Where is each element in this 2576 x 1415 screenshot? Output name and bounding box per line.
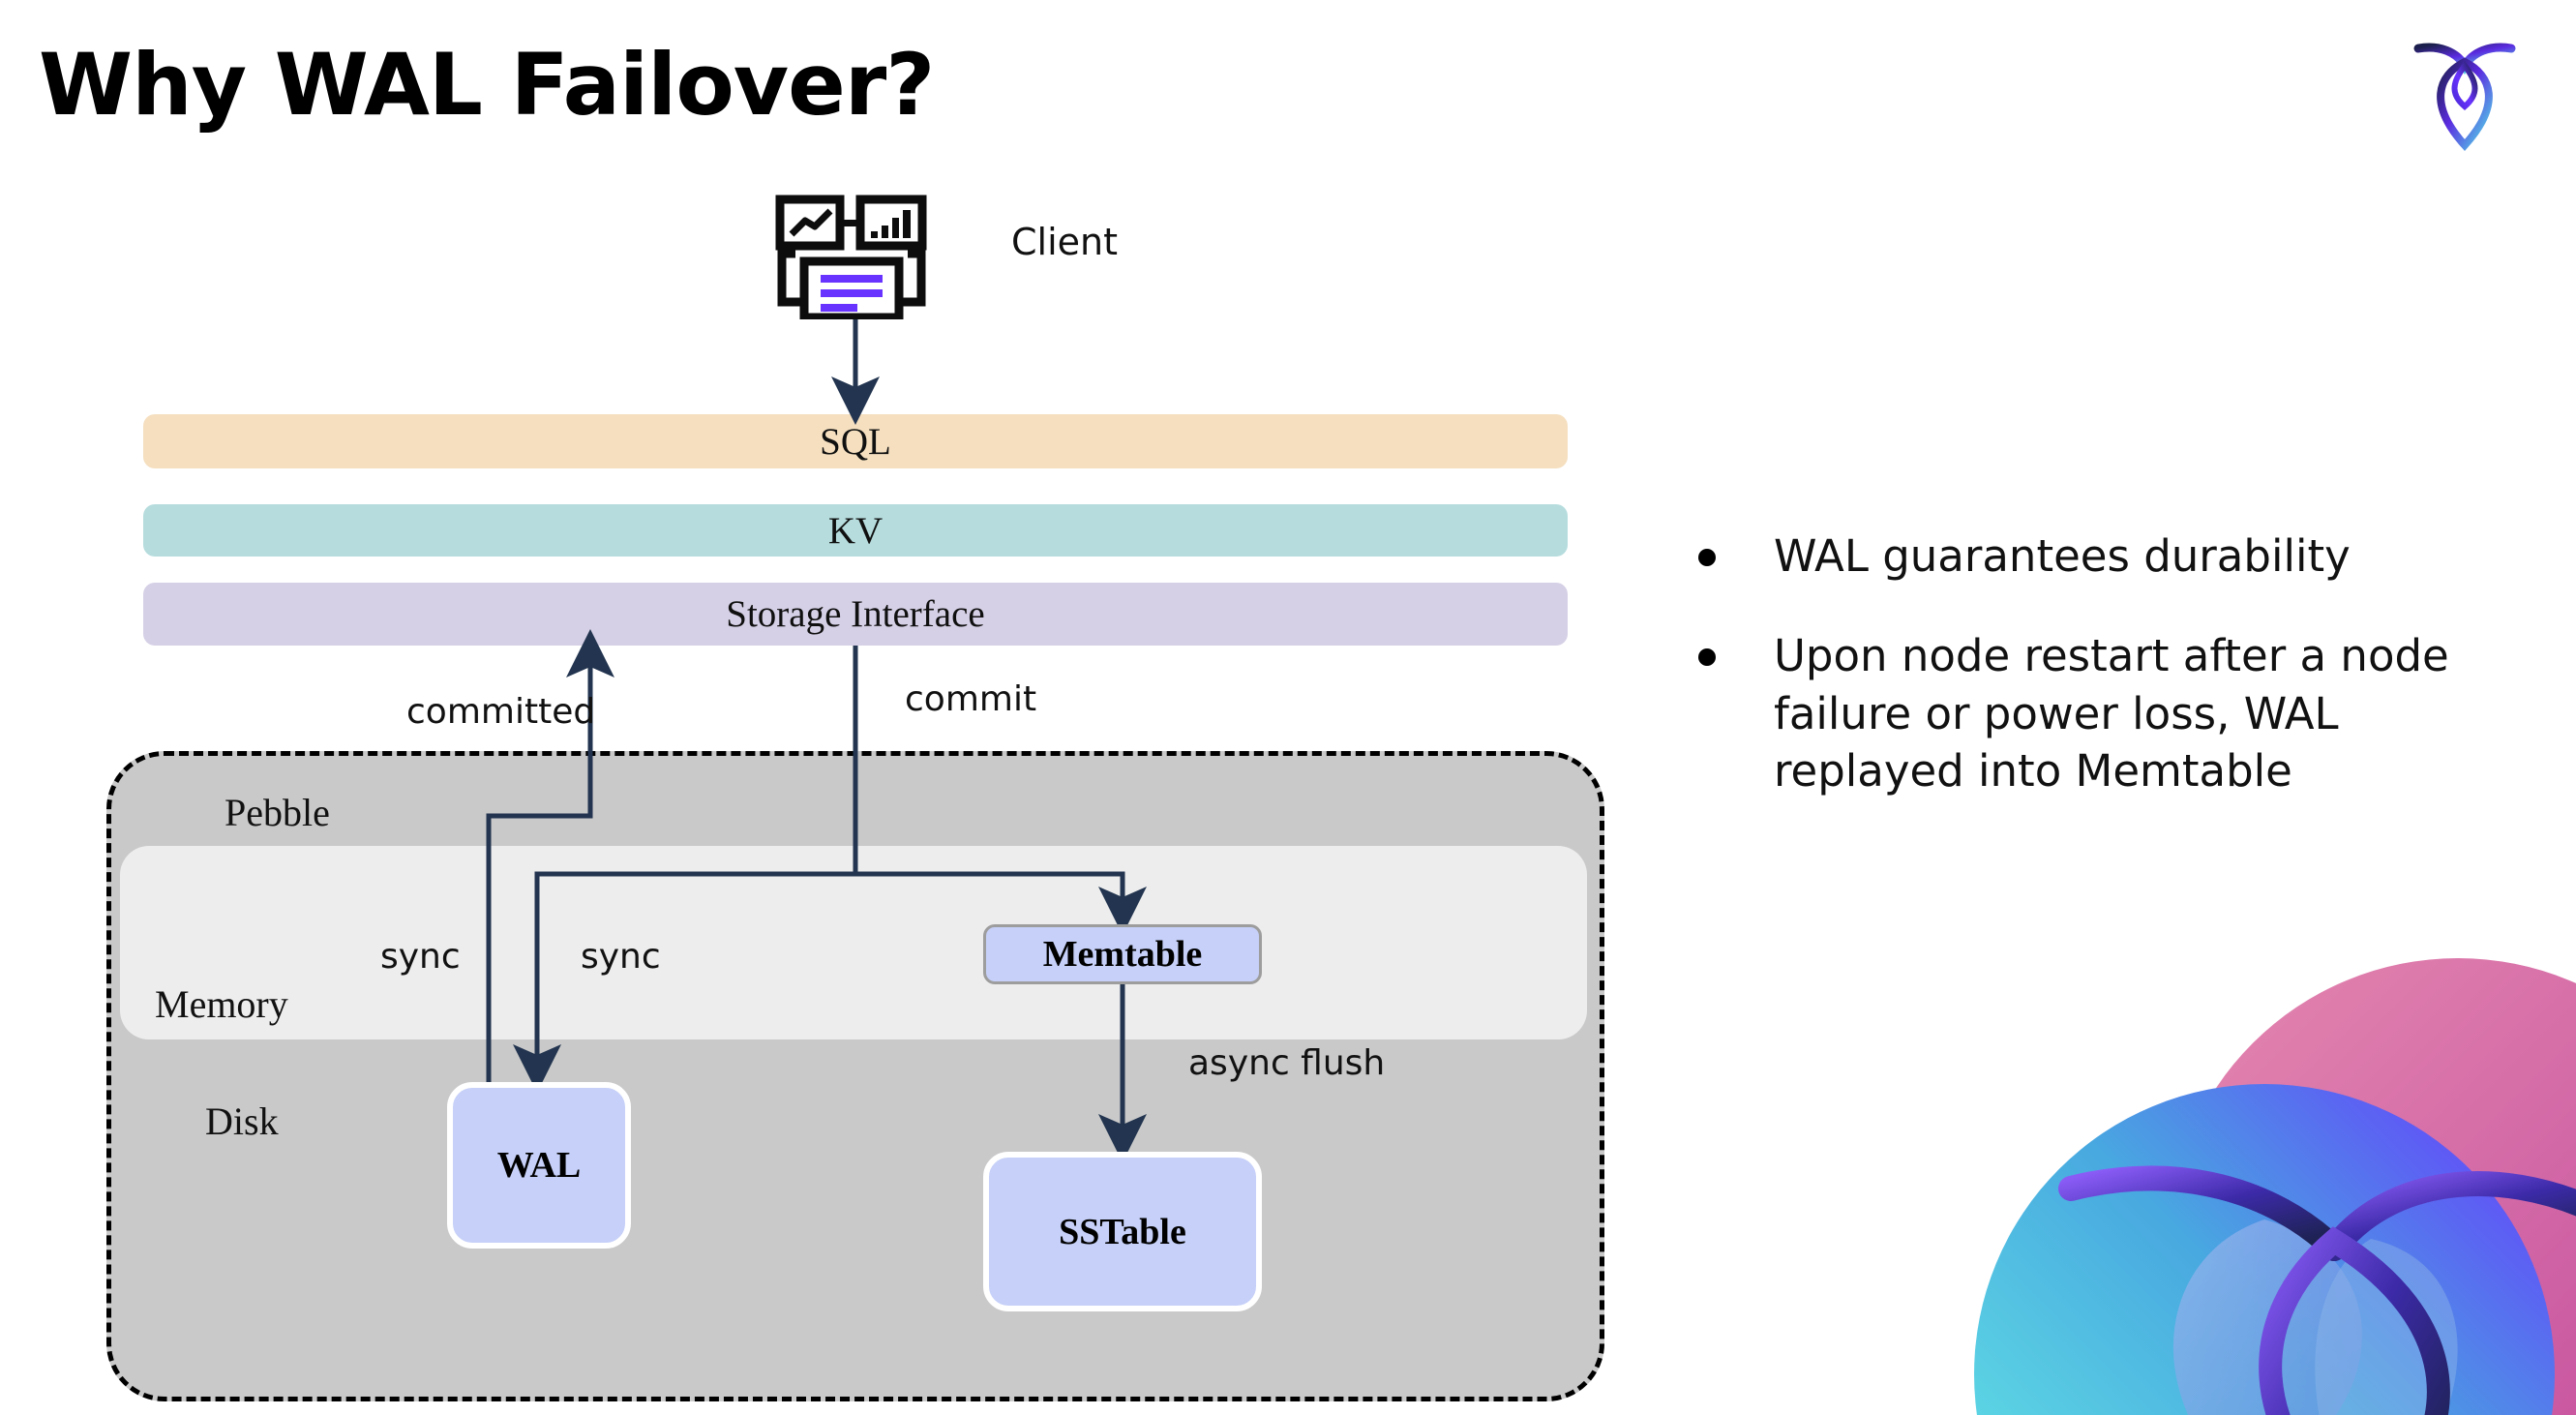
bullet-dot-icon (1698, 549, 1716, 566)
bullet-text: WAL guarantees durability (1774, 530, 2351, 582)
node-sstable: SSTable (983, 1152, 1262, 1311)
edge-label-async-flush: async flush (1188, 1043, 1386, 1083)
edge-label-sync-right: sync (581, 937, 661, 977)
edge-sync-to-wal (513, 871, 855, 1093)
node-sstable-label: SSTable (1059, 1211, 1186, 1252)
layer-storage-interface: Storage Interface (143, 583, 1568, 646)
disk-label: Disk (205, 1099, 279, 1143)
architecture-diagram: Client Pebble Memory Disk SQL KV Storage… (106, 195, 1604, 1401)
page-title: Why WAL Failover? (39, 35, 935, 135)
pebble-label: Pebble (225, 791, 330, 834)
node-memtable-label: Memtable (1042, 934, 1203, 975)
memory-label: Memory (155, 982, 288, 1026)
client-dashboard-icon (775, 195, 927, 319)
client-label: Client (1011, 221, 1119, 263)
edge-label-sync-left: sync (380, 937, 461, 977)
cockroachdb-logo (2413, 43, 2516, 151)
memory-region (120, 846, 1587, 1039)
list-item: WAL guarantees durability (1698, 527, 2501, 585)
node-wal-label: WAL (496, 1145, 582, 1186)
edge-commit (853, 646, 1147, 935)
bullet-list: WAL guarantees durability Upon node rest… (1698, 527, 2501, 843)
list-item: Upon node restart after a node failure o… (1698, 627, 2501, 799)
decorative-brand-graphic (1974, 958, 2576, 1415)
node-memtable: Memtable (983, 924, 1262, 984)
bullet-text: Upon node restart after a node failure o… (1774, 630, 2449, 798)
bullet-dot-icon (1698, 648, 1716, 667)
edge-label-commit: commit (905, 679, 1037, 719)
diagram-connectors (486, 319, 1147, 1162)
edge-label-committed: committed (406, 692, 596, 732)
node-wal: WAL (447, 1082, 631, 1249)
layer-sql-label: SQL (820, 420, 891, 463)
layer-storage-interface-label: Storage Interface (726, 593, 985, 635)
layer-kv-label: KV (827, 509, 884, 552)
edge-committed (486, 629, 614, 1082)
layer-kv: KV (143, 504, 1568, 557)
